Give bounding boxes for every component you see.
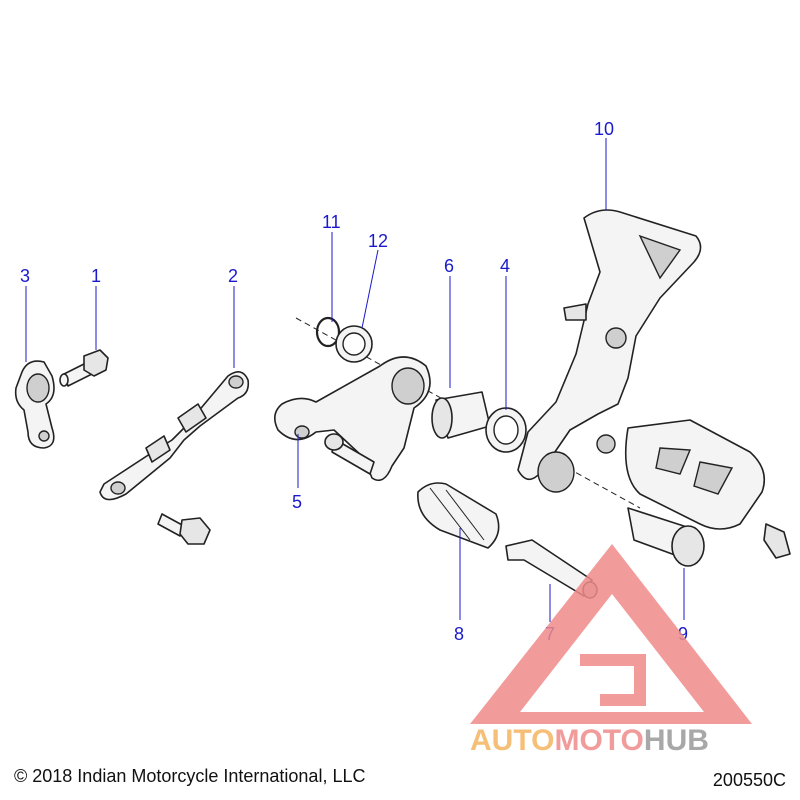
part-1-bolt	[59, 349, 109, 387]
part-12-washer	[335, 325, 373, 363]
callout-11: 11	[322, 212, 341, 232]
callout-4: 4	[500, 256, 510, 276]
part-2-shift-rod	[99, 371, 250, 501]
callout-8: 8	[454, 624, 464, 644]
part-11-circlip	[315, 316, 341, 348]
drawing-number: 200550C	[712, 770, 786, 790]
watermark-text-auto: AUTO	[470, 724, 554, 757]
watermark-logo: AUTOMOTOHUB	[470, 544, 752, 757]
watermark-text-moto: MOTO	[554, 724, 643, 757]
callout-10: 10	[594, 119, 614, 139]
part-10-footpeg-bracket	[517, 209, 791, 559]
part-9-pivot	[627, 507, 705, 567]
leader-lines	[25, 138, 685, 622]
callout-5: 5	[292, 492, 302, 512]
watermark-text-hub: HUB	[644, 724, 709, 757]
watermark-triangle-icon	[470, 544, 752, 724]
callout-6: 6	[444, 256, 454, 276]
copyright-notice: © 2018 Indian Motorcycle International, …	[14, 766, 366, 786]
callout-3: 3	[20, 266, 30, 286]
callout-2: 2	[228, 266, 238, 286]
callout-12: 12	[368, 231, 388, 251]
part-bolt-lower	[157, 513, 211, 545]
part-3-clamp	[14, 360, 55, 449]
part-6-bushing	[431, 391, 491, 439]
callout-1: 1	[91, 266, 101, 286]
part-5-pin	[324, 433, 375, 475]
callout-9: 9	[678, 624, 688, 644]
svg-text:AUTOMOTOHUB: AUTOMOTOHUB	[470, 724, 709, 757]
part-4-washer	[485, 407, 527, 453]
part-8-rubber	[417, 482, 500, 549]
